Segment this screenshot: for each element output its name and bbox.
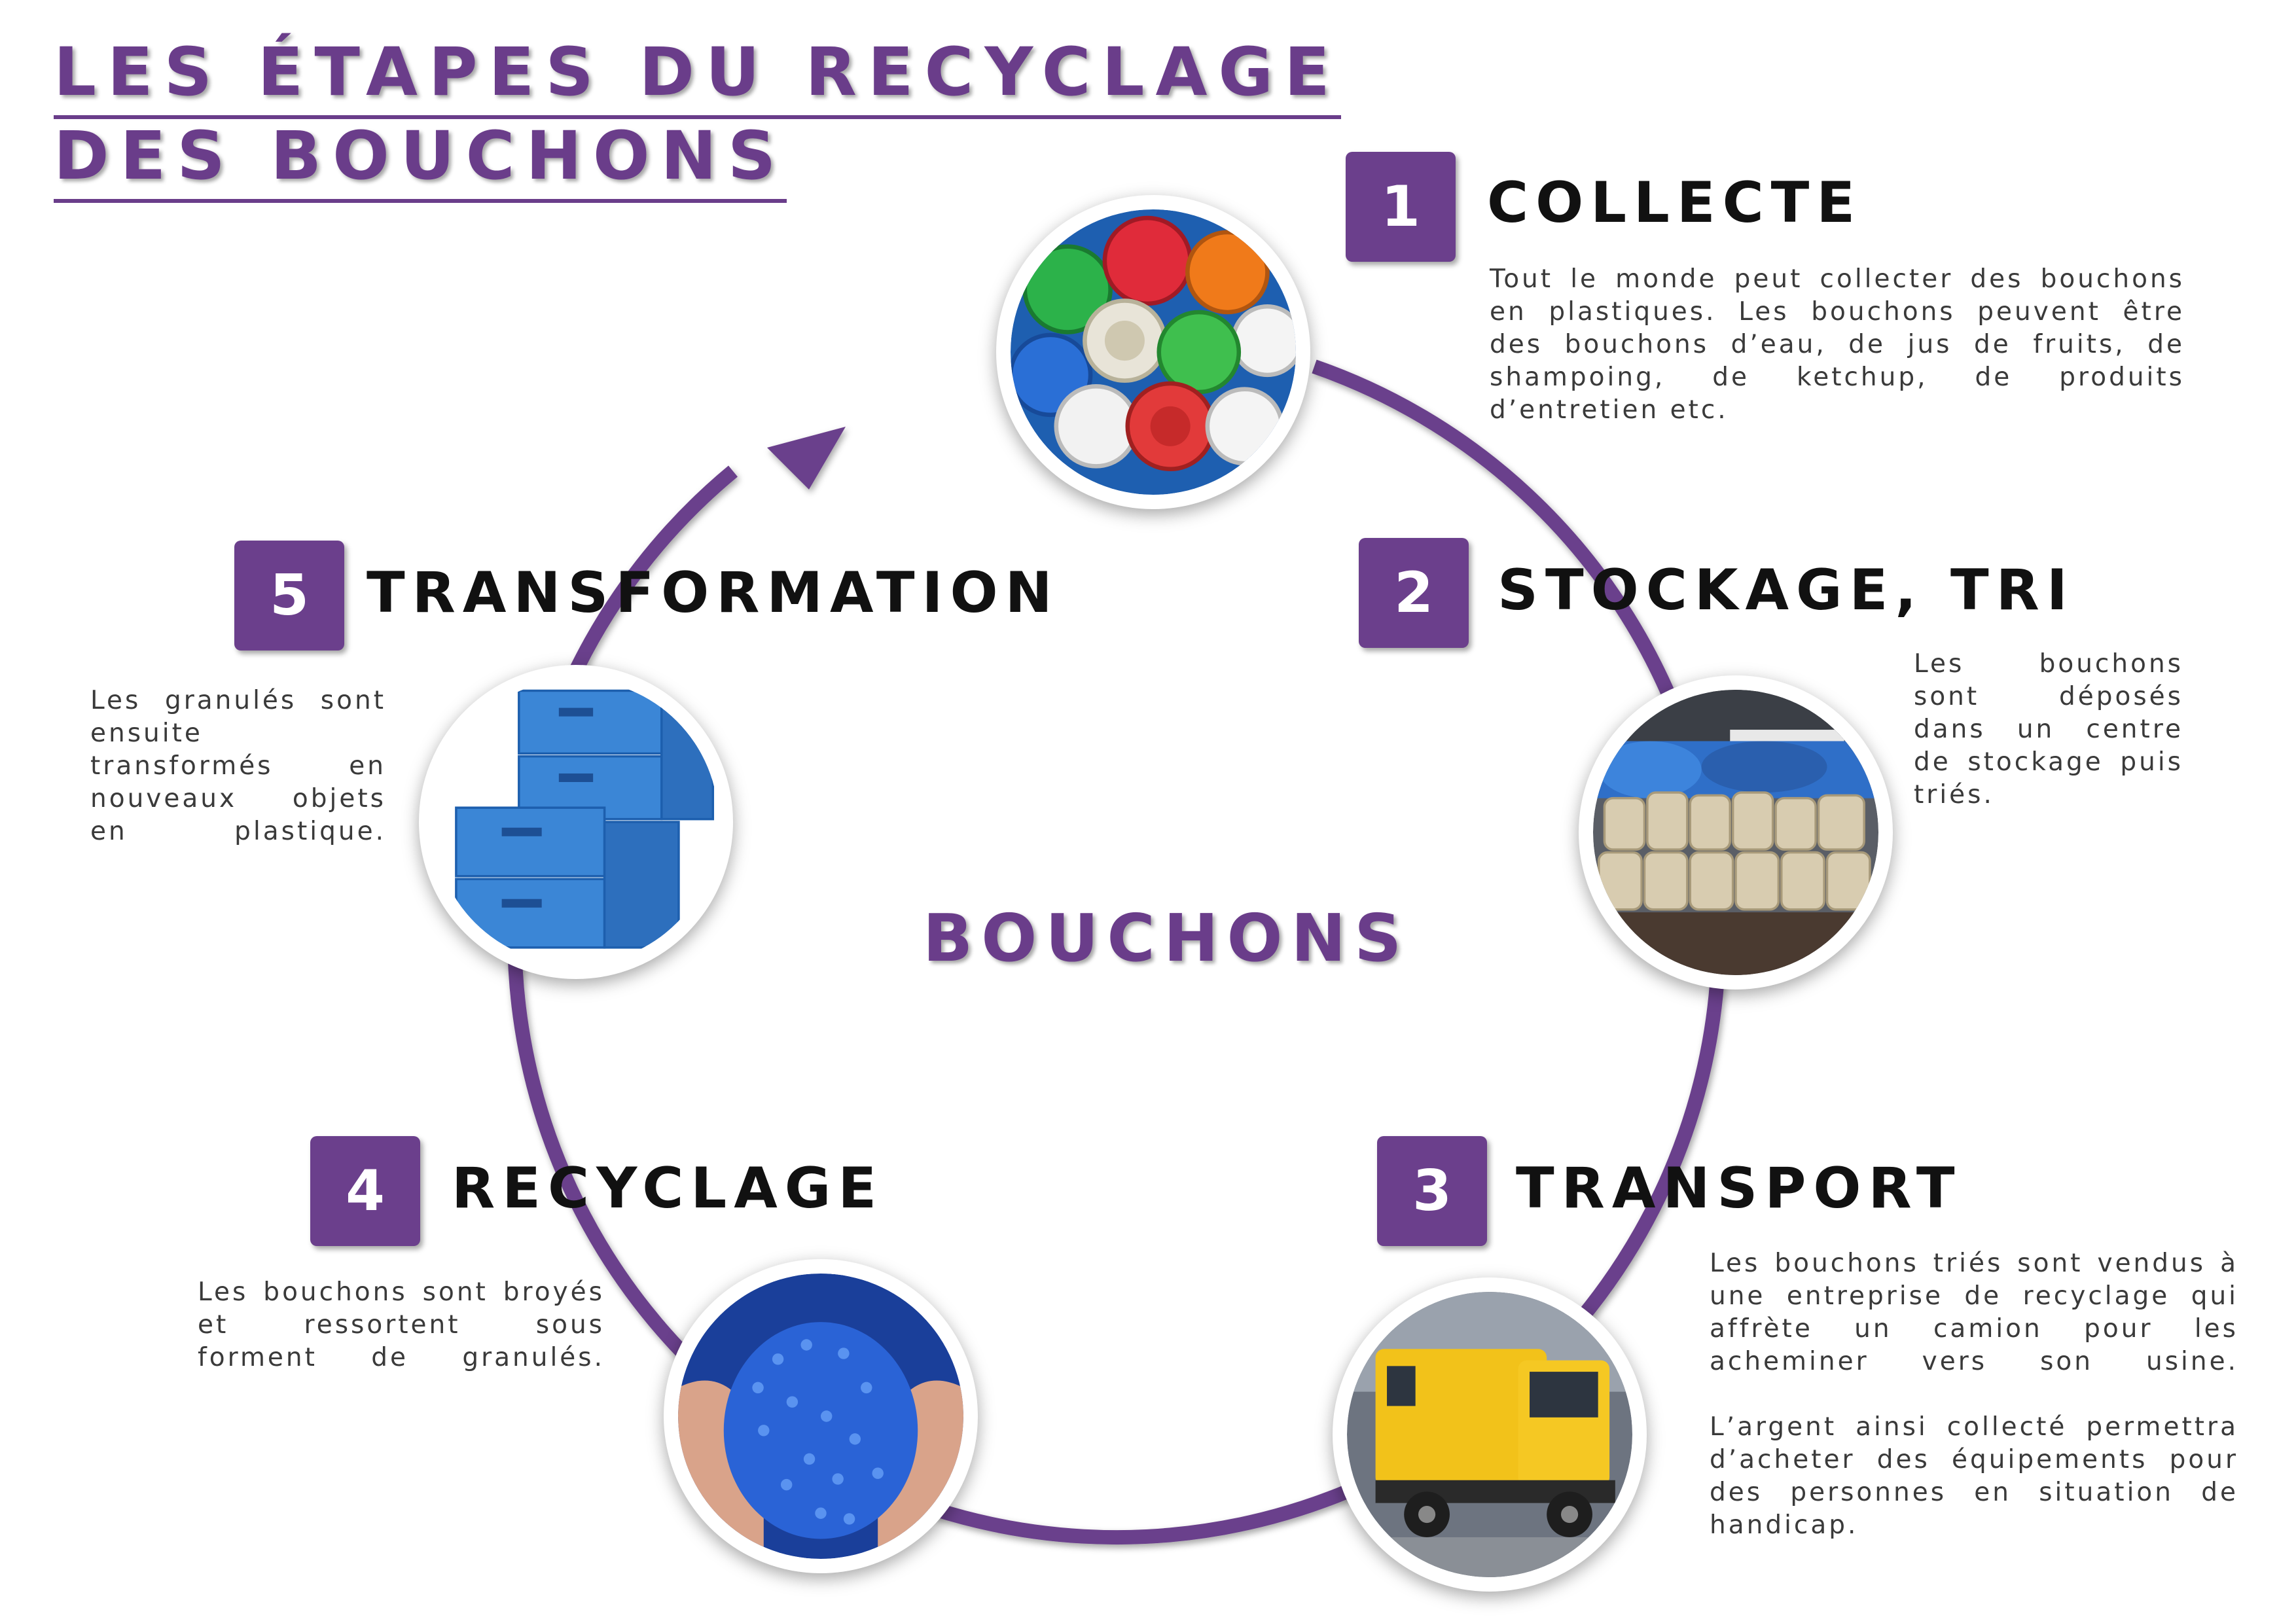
- step-3-description-p2: L’argent ainsi collecté permettra d’ache…: [1710, 1412, 2238, 1540]
- step-4-title: RECYCLAGE: [452, 1156, 884, 1221]
- center-label: BOUCHONS: [923, 900, 1410, 976]
- step-1-title: COLLECTE: [1487, 170, 1863, 236]
- page-title-line-1: LES ÉTAPES DU RECYCLAGE: [54, 39, 1341, 119]
- step-2-number: 2: [1359, 538, 1469, 648]
- photo-transformation: [419, 665, 733, 979]
- step-3-description-p1: Les bouchons triés sont vendus à une ent…: [1710, 1249, 2238, 1376]
- page-title-line-2: DES BOUCHONS: [54, 123, 787, 203]
- step-2-title: STOCKAGE, TRI: [1498, 558, 2075, 623]
- step-5-number: 5: [234, 541, 344, 651]
- step-4-number: 4: [310, 1136, 420, 1246]
- step-5-description: Les granulés sont ensuite transformés en…: [90, 686, 386, 846]
- photo-recyclage: [664, 1259, 978, 1573]
- stacked-sacks-warehouse-icon: [1593, 690, 1878, 975]
- step-3-number: 3: [1377, 1136, 1487, 1246]
- step-3-title: TRANSPORT: [1516, 1156, 1962, 1221]
- step-2-description: Les bouchons sont déposés dans un centre…: [1914, 649, 2183, 810]
- blue-plastic-granules-icon: [678, 1274, 963, 1559]
- photo-transport: [1333, 1277, 1647, 1592]
- step-3-description: Les bouchons triés sont vendus à une ent…: [1710, 1247, 2238, 1542]
- step-1-description: Tout le monde peut collecter des bouchon…: [1490, 264, 2185, 425]
- colorful-bottle-caps-icon: [1011, 209, 1296, 495]
- blue-plastic-crates-icon: [433, 679, 719, 965]
- step-5-title: TRANSFORMATION: [367, 560, 1060, 626]
- cycle-arrow-head: [767, 427, 846, 490]
- step-4-description: Les bouchons sont broyés et ressortent s…: [198, 1277, 605, 1372]
- step-1-number: 1: [1346, 152, 1456, 262]
- yellow-truck-icon: [1347, 1292, 1632, 1577]
- photo-collecte: [996, 195, 1310, 509]
- photo-stockage: [1579, 675, 1893, 990]
